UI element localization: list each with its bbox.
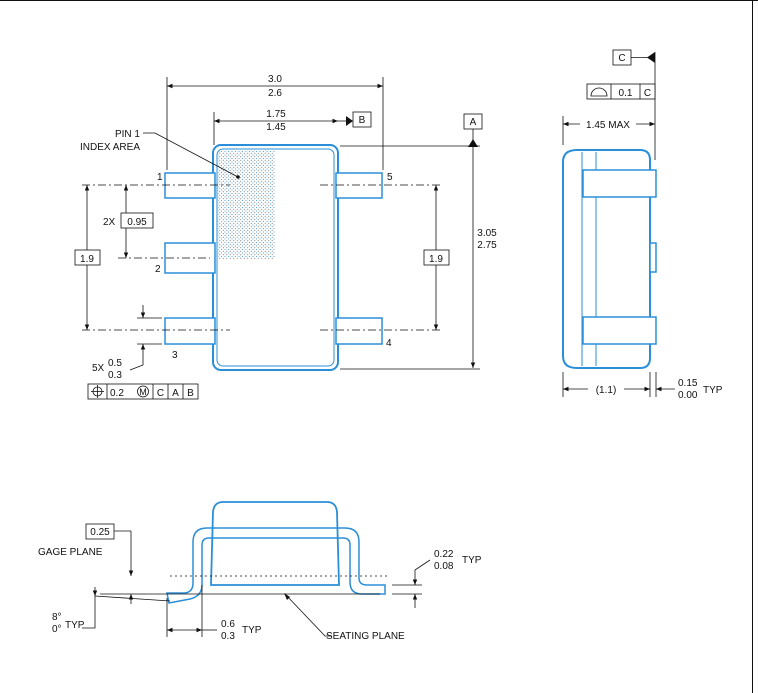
pitch-value: 0.95 bbox=[127, 217, 147, 228]
pin-number-4: 4 bbox=[386, 338, 392, 349]
lead-width-min: 0.3 bbox=[108, 370, 122, 381]
pin-number-3: 3 bbox=[172, 350, 178, 361]
lead-thickness-min: 0.08 bbox=[434, 561, 454, 572]
fcf-datum-3: B bbox=[187, 388, 194, 399]
angle-max: 8° bbox=[52, 612, 62, 623]
standoff-min: 0.00 bbox=[678, 390, 698, 401]
gage-value: 0.25 bbox=[90, 527, 110, 538]
pin-number-1: 1 bbox=[157, 172, 163, 183]
pin1-label-line1: PIN 1 bbox=[115, 129, 140, 140]
pin-number-5: 5 bbox=[387, 172, 393, 183]
standoff-ref: (1.1) bbox=[596, 385, 617, 396]
thickness-label: 1.45 MAX bbox=[586, 120, 630, 131]
pitch-prefix: 2X bbox=[103, 217, 116, 228]
pin1-index-area bbox=[218, 150, 275, 259]
fcf-datum-1: C bbox=[157, 388, 164, 399]
span-right: 1.9 bbox=[429, 254, 443, 265]
angle-min: 0° bbox=[52, 624, 62, 635]
gull-wing-lead bbox=[166, 527, 386, 604]
position-tolerance-frame: 0.2 M C A B bbox=[87, 383, 199, 400]
dim-width-min: 2.6 bbox=[268, 88, 282, 99]
lead-width-prefix: 5X bbox=[92, 363, 105, 374]
lead-1 bbox=[164, 172, 216, 199]
fcf-modifier: M bbox=[139, 387, 147, 397]
top-view: 3.0 2.6 1.75 1.45 B A 3.05 2.75 PIN 1 IN… bbox=[74, 74, 497, 400]
flatness-value: 0.1 bbox=[619, 88, 633, 99]
flatness-datum: C bbox=[644, 88, 651, 99]
standoff-suffix: TYP bbox=[703, 385, 723, 396]
lead-4 bbox=[335, 317, 383, 345]
dim-height-min: 2.75 bbox=[477, 240, 497, 251]
side-body bbox=[562, 149, 651, 369]
side-lead-bottom bbox=[582, 316, 657, 345]
dim-width-max: 3.0 bbox=[268, 74, 282, 85]
lead-3 bbox=[164, 317, 216, 345]
datum-c: C bbox=[618, 53, 625, 64]
standoff-max: 0.15 bbox=[678, 378, 698, 389]
dim-body-width-max: 1.75 bbox=[266, 109, 286, 120]
foot-min: 0.3 bbox=[221, 631, 235, 642]
lead-5 bbox=[335, 172, 383, 199]
detail-body bbox=[210, 501, 340, 586]
side-lead-mid bbox=[649, 242, 657, 273]
lead-thickness-suffix: TYP bbox=[462, 555, 482, 566]
side-view: C 0.1 C 1.45 MAX (1.1) 0.15 0.00 bbox=[562, 49, 723, 401]
lead-width-max: 0.5 bbox=[108, 358, 122, 369]
pin-number-2: 2 bbox=[155, 264, 161, 275]
detail-view: 0.25 GAGE PLANE 8° 0° TYP 0.6 0.3 TYP 0.… bbox=[38, 501, 482, 642]
span-left: 1.9 bbox=[80, 254, 94, 265]
fcf-position-value: 0.2 bbox=[110, 388, 124, 399]
fcf-datum-2: A bbox=[172, 388, 179, 399]
dim-body-width-min: 1.45 bbox=[266, 122, 286, 133]
gage-label: GAGE PLANE bbox=[38, 547, 103, 558]
profile-surface-icon bbox=[590, 87, 608, 97]
datum-a: A bbox=[470, 117, 477, 128]
mmc-modifier-icon bbox=[137, 385, 149, 398]
foot-suffix: TYP bbox=[242, 625, 262, 636]
dim-height-max: 3.05 bbox=[477, 228, 497, 239]
foot-max: 0.6 bbox=[221, 619, 235, 630]
side-lead-top bbox=[582, 169, 657, 198]
angle-suffix: TYP bbox=[65, 620, 85, 631]
pin1-label-line2: INDEX AREA bbox=[80, 142, 140, 153]
lead-thickness-max: 0.22 bbox=[434, 549, 454, 560]
seating-plane-label: SEATING PLANE bbox=[326, 631, 405, 642]
datum-b: B bbox=[359, 115, 366, 126]
